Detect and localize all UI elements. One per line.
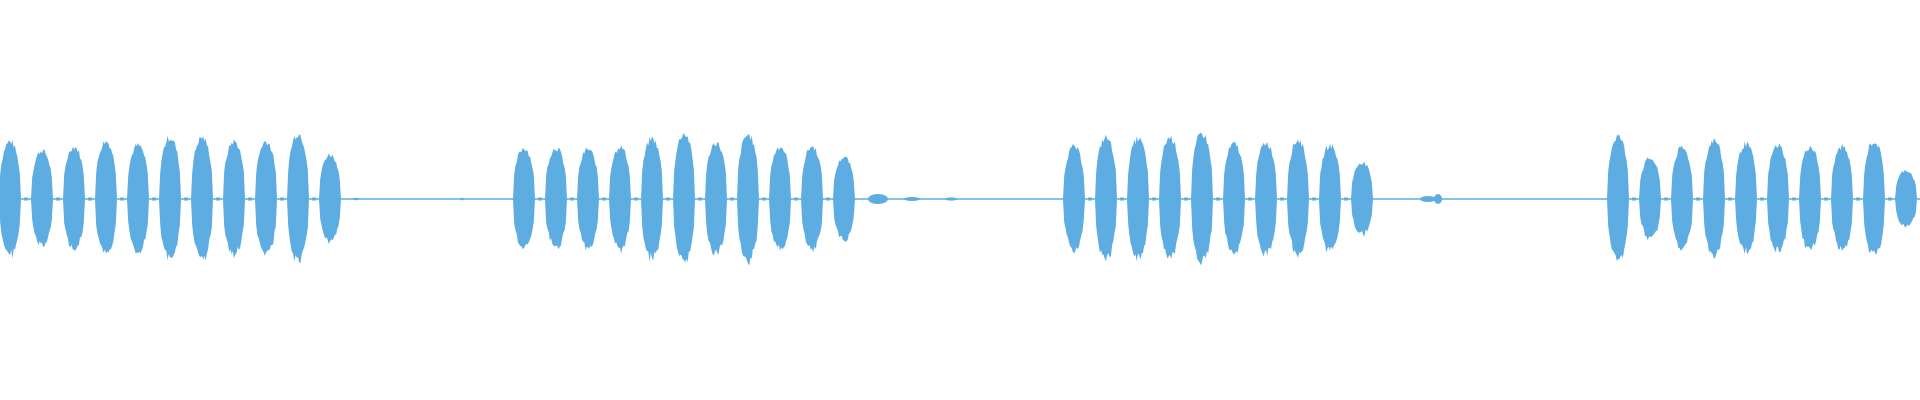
waveform-bursts	[0, 132, 1917, 266]
waveform-gap-tick	[826, 197, 830, 201]
waveform-gap-tick	[570, 197, 574, 201]
waveform-burst	[95, 140, 117, 254]
waveform-burst	[1191, 132, 1213, 266]
waveform-burst	[577, 148, 599, 251]
waveform-burst	[1703, 137, 1725, 259]
waveform-gap-tick	[88, 197, 92, 201]
waveform-burst	[1063, 144, 1085, 254]
waveform-burst	[737, 133, 759, 266]
waveform-gap-tick	[56, 197, 60, 201]
waveform-gap-tick	[1664, 197, 1668, 201]
waveform-gap-tick	[1728, 197, 1732, 201]
waveform-gap-tick	[280, 197, 284, 201]
waveform-gap-tick	[1824, 197, 1828, 201]
waveform-burst	[1767, 143, 1789, 253]
waveform-burst	[255, 141, 277, 256]
waveform-gap-tick	[666, 197, 670, 201]
waveform-burst	[0, 140, 21, 259]
waveform-burst	[673, 133, 695, 263]
waveform-gap-tick	[794, 197, 798, 201]
waveform-burst	[1863, 143, 1885, 255]
waveform-burst	[1319, 143, 1341, 253]
waveform-gap-tick	[538, 197, 542, 201]
waveform-gap-tick	[120, 197, 124, 201]
waveform-gap-tick	[184, 197, 188, 201]
waveform-burst	[159, 135, 181, 261]
waveform-blip	[1434, 194, 1442, 204]
waveform-gap-tick	[248, 197, 252, 201]
waveform-gap-tick	[1184, 197, 1188, 201]
waveform-gap-tick	[1344, 197, 1348, 201]
waveform-gap-tick	[602, 197, 606, 201]
waveform-gap-tick	[634, 197, 638, 201]
waveform-silence-blips	[24, 194, 1892, 204]
waveform-burst	[127, 142, 149, 254]
waveform-burst	[1671, 145, 1693, 251]
waveform-burst	[1735, 141, 1757, 255]
waveform-burst	[1287, 139, 1309, 258]
waveform-burst	[769, 147, 791, 251]
waveform-gap-tick	[1792, 197, 1796, 201]
waveform-blip	[868, 194, 888, 204]
waveform-burst	[1799, 146, 1821, 251]
waveform-burst	[63, 146, 85, 251]
waveform-gap-tick	[1696, 197, 1700, 201]
waveform-burst	[1127, 136, 1149, 262]
waveform-gap-tick	[1248, 197, 1252, 201]
waveform-burst	[801, 146, 823, 253]
waveform-burst	[31, 149, 53, 248]
waveform-burst	[191, 136, 213, 261]
waveform-gap-tick	[152, 197, 156, 201]
waveform-burst	[1351, 161, 1373, 237]
waveform-burst	[609, 144, 631, 254]
waveform-gap-tick	[1888, 197, 1892, 201]
waveform-gap-tick	[216, 197, 220, 201]
waveform-burst	[513, 148, 535, 249]
waveform-burst	[1095, 134, 1117, 262]
waveform-burst	[1607, 134, 1629, 261]
waveform-burst	[319, 153, 341, 245]
waveform-burst	[705, 141, 727, 256]
waveform-gap-tick	[312, 197, 316, 201]
waveform-gap-tick	[1120, 197, 1124, 201]
waveform-blip	[353, 197, 359, 201]
waveform-gap-tick	[1632, 197, 1636, 201]
waveform-gap-tick	[1088, 197, 1092, 201]
waveform-gap-tick	[1856, 197, 1860, 201]
waveform-burst	[1159, 135, 1181, 260]
waveform-blip	[904, 197, 920, 201]
waveform-burst	[1255, 141, 1277, 257]
waveform-burst	[1223, 141, 1245, 255]
waveform-blip	[460, 197, 464, 201]
waveform-burst	[223, 139, 245, 259]
waveform-gap-tick	[24, 197, 28, 201]
waveform-blip	[945, 197, 957, 201]
waveform-gap-tick	[1280, 197, 1284, 201]
waveform-burst	[545, 148, 567, 250]
waveform-burst	[833, 156, 855, 242]
waveform-burst	[641, 136, 663, 262]
waveform-burst	[287, 134, 309, 264]
waveform-gap-tick	[1312, 197, 1316, 201]
waveform-gap-tick	[698, 197, 702, 201]
waveform-burst	[1831, 143, 1853, 252]
waveform-burst	[1639, 157, 1661, 241]
waveform-gap-tick	[1760, 197, 1764, 201]
waveform-blip	[1420, 196, 1436, 202]
waveform-burst	[1895, 169, 1917, 228]
waveform-gap-tick	[1152, 197, 1156, 201]
waveform-gap-tick	[762, 197, 766, 201]
waveform-gap-tick	[1216, 197, 1220, 201]
waveform-gap-tick	[730, 197, 734, 201]
